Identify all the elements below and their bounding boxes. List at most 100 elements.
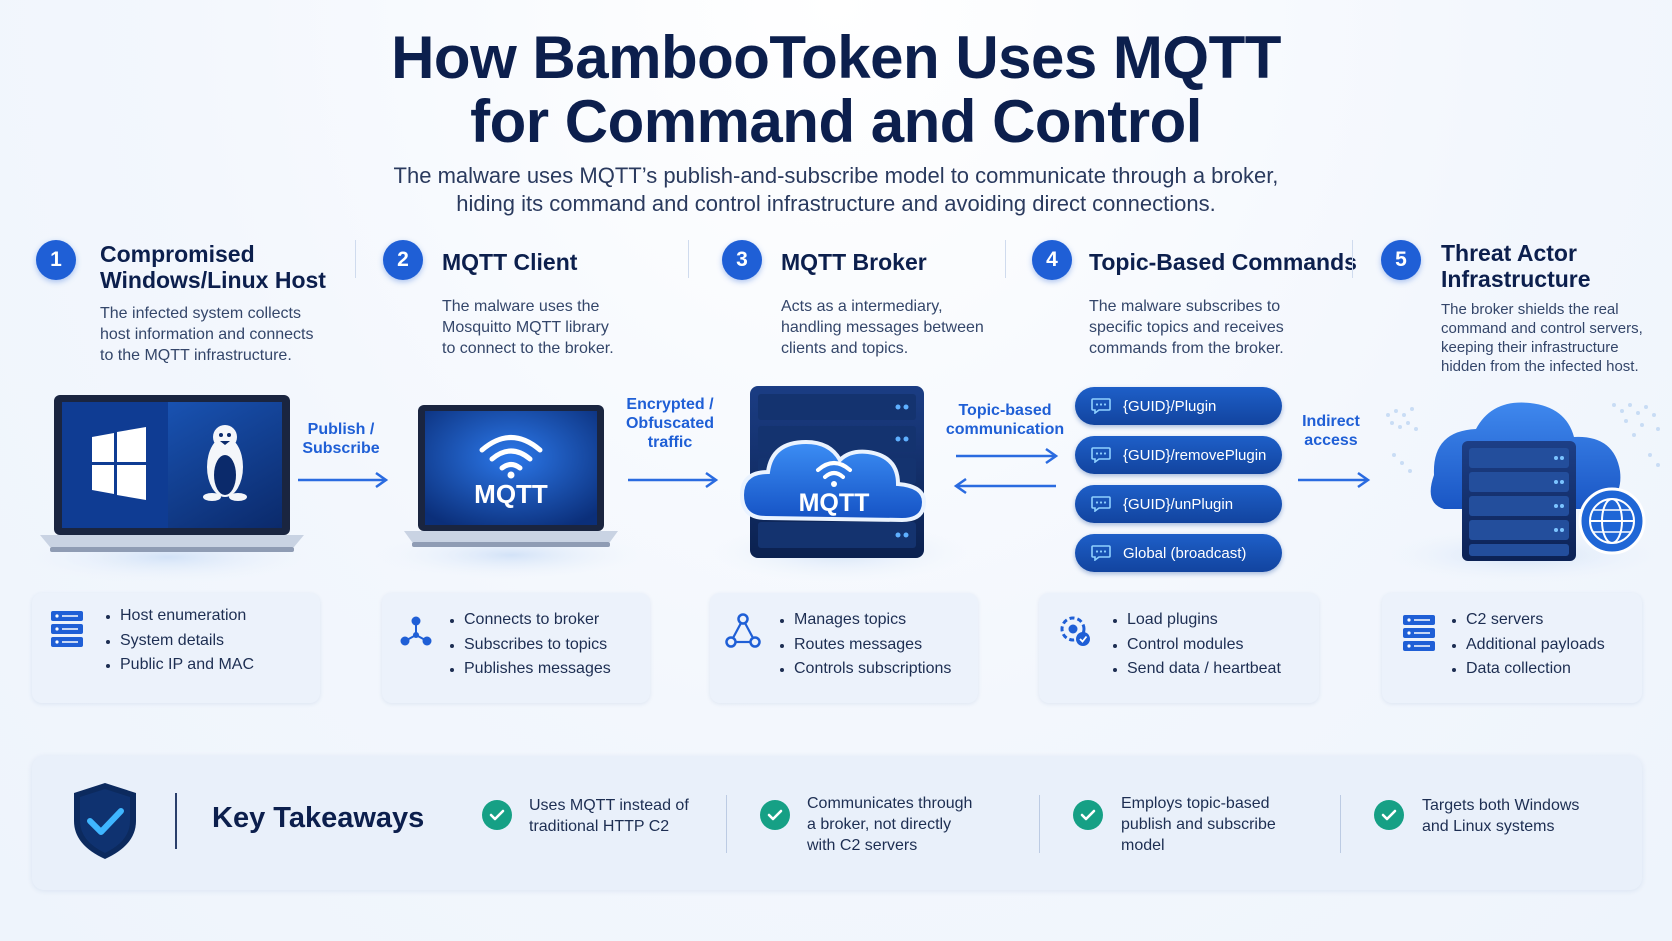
step-5-description: The broker shields the real command and … — [1441, 300, 1643, 376]
topic-label: {GUID}/unPlugin — [1123, 495, 1234, 513]
topic-pill-unplugin: {GUID}/unPlugin — [1075, 485, 1282, 523]
step-4-description: The malware subscribes to specific topic… — [1089, 296, 1284, 359]
server-stack-icon — [1403, 615, 1435, 651]
topic-pill-remove-plugin: {GUID}/removePlugin — [1075, 436, 1282, 474]
check-circle-icon — [760, 800, 790, 830]
arrow-2-label: Encrypted / Obfuscated traffic — [615, 395, 725, 452]
chat-bubble-icon — [1091, 398, 1111, 414]
list-item: System details — [106, 629, 254, 654]
topic-label: {GUID}/Plugin — [1123, 397, 1217, 415]
takeaway-line: publish and subscribe — [1121, 816, 1276, 833]
step-2-title: MQTT Client — [442, 249, 578, 275]
check-circle-icon — [482, 800, 512, 830]
takeaway-line: Uses MQTT instead of — [529, 797, 689, 814]
page-subtitle-line2: hiding its command and control infrastru… — [456, 191, 1216, 216]
step-2-description: The malware uses the Mosquitto MQTT libr… — [442, 296, 614, 359]
step-5-title-line2: Infrastructure — [1441, 266, 1591, 292]
server-rack-icon — [1462, 441, 1576, 561]
step-1-desc-line: The infected system collects — [100, 305, 301, 322]
plugin-gear-icon — [1060, 616, 1090, 646]
step-4-desc-line: specific topics and receives — [1089, 319, 1284, 336]
chat-bubble-icon — [1091, 545, 1111, 561]
step-1-title-line1: Compromised — [100, 241, 255, 267]
step-4-bullets: Load plugins Control modules Send data /… — [1113, 608, 1281, 682]
takeaway-4: Targets both Windows and Linux systems — [1422, 795, 1579, 837]
step-4-title: Topic-Based Commands — [1089, 249, 1357, 275]
list-item: Additional payloads — [1452, 633, 1605, 658]
network-nodes-icon — [725, 613, 761, 648]
step-5-desc-line: keeping their infrastructure — [1441, 339, 1619, 356]
step-4-desc-line: The malware subscribes to — [1089, 298, 1281, 315]
step-5-desc-line: hidden from the infected host. — [1441, 358, 1639, 375]
step-1-desc-line: to the MQTT infrastructure. — [100, 347, 292, 364]
step-1-title-line2: Windows/Linux Host — [100, 267, 326, 293]
step-2-details-card: Connects to broker Subscribes to topics … — [382, 593, 650, 703]
list-item: Public IP and MAC — [106, 653, 254, 678]
list-item: Routes messages — [780, 633, 951, 658]
step-5-bullets: C2 servers Additional payloads Data coll… — [1452, 608, 1605, 682]
list-item: Send data / heartbeat — [1113, 657, 1281, 682]
step-5-desc-line: The broker shields the real — [1441, 301, 1619, 318]
arrow-1-label-line: Subscribe — [302, 440, 380, 457]
step-4-desc-line: commands from the broker. — [1089, 340, 1284, 357]
takeaway-line: Targets both Windows — [1422, 797, 1580, 814]
takeaway-line: and Linux systems — [1422, 818, 1555, 835]
list-item: Manages topics — [780, 608, 951, 633]
topic-pill-global: Global (broadcast) — [1075, 534, 1282, 572]
step-5-desc-line: command and control servers, — [1441, 320, 1643, 337]
takeaway-line: traditional HTTP C2 — [529, 818, 670, 835]
key-takeaways-panel — [32, 756, 1642, 890]
step-3-bullets: Manages topics Routes messages Controls … — [780, 608, 951, 682]
takeaway-2: Communicates through a broker, not direc… — [807, 793, 972, 856]
broker-cloud-label: MQTT — [799, 489, 870, 517]
arrow-4-right — [1298, 471, 1371, 489]
check-circle-icon — [1073, 800, 1103, 830]
page-subtitle-line1: The malware uses MQTT’s publish-and-subs… — [393, 163, 1279, 188]
linux-penguin-icon — [203, 425, 247, 501]
arrow-2-right — [628, 471, 719, 489]
step-4-details-card: Load plugins Control modules Send data /… — [1039, 593, 1319, 703]
step-5-details-card: C2 servers Additional payloads Data coll… — [1382, 593, 1642, 703]
page-title-line2: for Command and Control — [470, 88, 1202, 155]
arrow-1-label-line: Publish / — [307, 421, 375, 438]
list-item: Load plugins — [1113, 608, 1281, 633]
step-1-details-card: Host enumeration System details Public I… — [32, 593, 320, 703]
step-5-number: 5 — [1381, 240, 1421, 280]
shield-check-icon — [74, 783, 136, 859]
page-title-line1: How BambooToken Uses MQTT — [391, 24, 1281, 91]
topic-label: Global (broadcast) — [1123, 544, 1247, 562]
step-1-number: 1 — [36, 240, 76, 280]
arrow-4-label: Indirect access — [1286, 412, 1376, 450]
arrow-4-label-line: access — [1304, 432, 1358, 449]
arrow-3-label-line: Topic-based — [958, 402, 1052, 419]
arrow-2-label-line: Obfuscated — [625, 415, 714, 432]
list-item: C2 servers — [1452, 608, 1605, 633]
wifi-icon — [479, 435, 543, 479]
arrow-1-right — [298, 471, 389, 489]
world-map-dots — [1386, 403, 1660, 473]
list-item: Data collection — [1452, 657, 1605, 682]
step-3-details-card: Manages topics Routes messages Controls … — [710, 593, 978, 703]
step-1-description: The infected system collects host inform… — [100, 303, 313, 366]
globe-icon — [1578, 487, 1646, 555]
step-3-title: MQTT Broker — [781, 249, 927, 275]
arrow-2-label-line: Encrypted / — [626, 396, 714, 413]
step-2-desc-line: to connect to the broker. — [442, 340, 614, 357]
list-item: Controls subscriptions — [780, 657, 951, 682]
arrow-4-label-line: Indirect — [1302, 413, 1360, 430]
list-item: Publishes messages — [450, 657, 611, 682]
arrow-2-label-line: traffic — [647, 434, 693, 451]
topic-pill-plugin: {GUID}/Plugin — [1075, 387, 1282, 425]
chat-bubble-icon — [1091, 496, 1111, 512]
mqtt-client-laptop: MQTT — [376, 405, 646, 579]
arrow-3-bidirectional — [953, 447, 1059, 495]
takeaway-line: Employs topic-based — [1121, 795, 1270, 812]
chat-bubble-icon — [1091, 447, 1111, 463]
step-2-number: 2 — [383, 240, 423, 280]
step-1-desc-line: host information and connects — [100, 326, 314, 343]
step-4-number: 4 — [1032, 240, 1072, 280]
arrow-3-label-line: communication — [945, 421, 1065, 438]
topic-label: {GUID}/removePlugin — [1123, 446, 1267, 464]
step-3-desc-line: clients and topics. — [781, 340, 909, 357]
list-item: Connects to broker — [450, 608, 611, 633]
